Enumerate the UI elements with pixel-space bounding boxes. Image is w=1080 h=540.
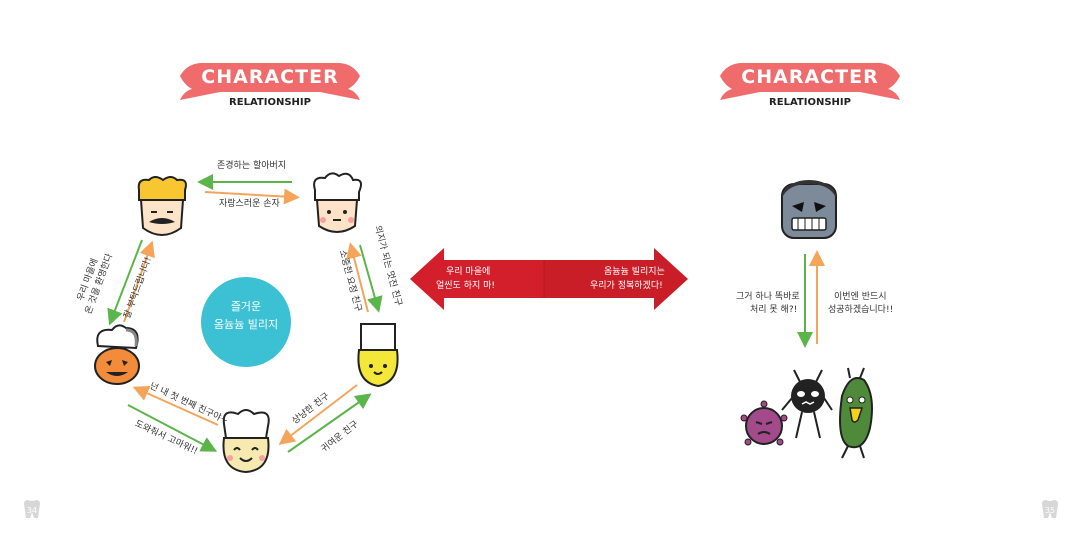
chef-character-icon <box>313 172 362 233</box>
bean-character-icon <box>222 409 270 474</box>
arrow-right-text-1: 옴늄늄 빌리지는 <box>604 267 665 277</box>
relation-top-lower: 자랑스러운 손자 <box>219 199 280 209</box>
boss-minion-arrows <box>797 250 825 348</box>
germ-minions-icon <box>740 367 873 459</box>
grandpa-character-icon <box>137 176 187 236</box>
tooth-page-icon-right <box>1042 500 1058 518</box>
left-header-subtitle: RELATIONSHIP <box>229 97 311 108</box>
arrow-right-text-2: 우리가 정복하겠다! <box>590 281 663 291</box>
yellow-character-icon <box>357 323 399 388</box>
boss-label-2: 처리 못 해?! <box>750 305 798 315</box>
page-number-left: 34 <box>26 506 38 515</box>
right-header-title: CHARACTER <box>741 66 879 88</box>
conflict-arrow <box>410 248 688 310</box>
relation-top-upper: 존경하는 할아버지 <box>217 161 287 171</box>
arrow-left-text-2: 얼씬도 하지 마! <box>436 281 496 291</box>
village-label-2: 옴늄늄 빌리지 <box>213 318 279 331</box>
skull-boss-icon <box>781 180 837 239</box>
page-number-right: 35 <box>1044 506 1056 515</box>
pumpkin-character-icon <box>94 324 140 385</box>
minion-label-2: 성공하겠습니다!! <box>828 305 894 315</box>
left-header-title: CHARACTER <box>201 66 339 88</box>
village-label-1: 즐거운 <box>230 300 262 313</box>
boss-label-1: 그거 하나 똑바로 <box>736 292 800 302</box>
minion-label-1: 이번엔 반드시 <box>834 292 887 302</box>
village-circle <box>201 277 291 367</box>
arrow-left-text-1: 우리 마을에 <box>446 267 491 277</box>
right-header-subtitle: RELATIONSHIP <box>769 97 851 108</box>
tooth-page-icon-left <box>24 500 40 518</box>
